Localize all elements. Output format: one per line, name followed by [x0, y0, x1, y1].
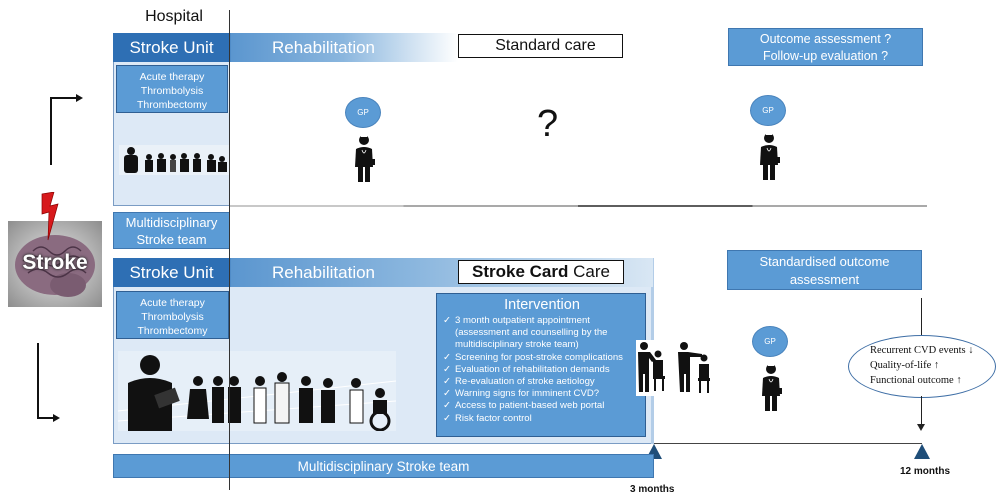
stroke-label: Stroke — [22, 251, 88, 274]
stroke-card-bold-text: Stroke Card — [472, 262, 569, 281]
check-icon: ✓ — [443, 388, 452, 400]
outcome-line-2: assessment — [789, 272, 860, 287]
check-icon: ✓ — [443, 412, 452, 424]
acute-therapy-box: Acute therapy Thrombolysis Thrombectomy — [116, 291, 229, 339]
functional-outcome: Functional outcome ↑ — [870, 375, 962, 386]
intervention-item-text: Warning signs for imminent CVD? — [455, 388, 600, 400]
care-team-silhouettes-image — [119, 145, 229, 175]
stroke-unit-label: Stroke Unit — [129, 262, 214, 282]
rehabilitation-label: Rehabilitation — [272, 262, 376, 282]
outcome-arrow-line — [921, 396, 922, 426]
check-icon: ✓ — [443, 363, 452, 375]
standardised-outcome-assessment-box: Standardised outcome assessment — [727, 250, 922, 290]
lightning-bolt-icon — [41, 192, 59, 241]
hospital-label: Hospital — [145, 8, 203, 25]
doctor-icon — [760, 132, 780, 180]
check-icon: ✓ — [443, 376, 452, 388]
intervention-item: ✓Access to patient-based web portal — [443, 400, 641, 412]
intervention-item: ✓3 month outpatient appointment (assessm… — [443, 315, 641, 352]
gp-badge: GP — [750, 95, 786, 126]
quality-of-life-outcome: Quality-of-life ↑ — [870, 360, 940, 371]
care-team-silhouettes-image — [118, 351, 396, 431]
acute-therapy-line: Acute therapy — [140, 297, 205, 309]
standard-care-label: Standard care — [458, 34, 623, 58]
thrombectomy-line: Thrombectomy — [137, 325, 208, 337]
multidisciplinary-stroke-team-bar: Multidisciplinary Stroke team — [113, 454, 654, 478]
arrow-to-stroke-card-care — [37, 343, 60, 422]
thrombolysis-line: Thrombolysis — [141, 311, 204, 323]
doctor-icon — [762, 363, 782, 411]
intervention-item: ✓Screening for post-stroke complications — [443, 352, 641, 364]
intervention-item: ✓Evaluation of rehabilitation demands — [443, 364, 641, 376]
intervention-item: ✓Risk factor control — [443, 413, 641, 425]
intervention-item-text: Access to patient-based web portal — [455, 400, 605, 412]
intervention-item-text: Re-evaluation of stroke aetiology — [455, 376, 595, 388]
intervention-item: ✓Re-evaluation of stroke aetiology — [443, 376, 641, 388]
doctor-icon — [355, 134, 375, 182]
milestone-3-months-label: 3 months — [630, 484, 675, 495]
mdt-line-1: Multidisciplinary — [125, 215, 218, 230]
unknown-care-question-mark: ? — [537, 103, 559, 145]
intervention-item-text: 3 month outpatient appointment (assessme… — [455, 315, 608, 351]
acute-therapy-box: Acute therapy Thrombolysis Thrombectomy — [116, 65, 228, 113]
intervention-box: Intervention ✓3 month outpatient appoint… — [436, 293, 646, 437]
follow-up-evaluation-line: Follow-up evaluation ? — [762, 49, 889, 63]
stroke-unit-label: Stroke Unit — [129, 37, 214, 57]
rehabilitation-label: Rehabilitation — [272, 37, 376, 57]
intervention-title: Intervention — [504, 297, 580, 313]
gp-badge: GP — [752, 326, 788, 357]
recurrent-cvd-outcome: Recurrent CVD events ↓ — [870, 345, 974, 356]
outcome-assessment-question-box: Outcome assessment ? Follow-up evaluatio… — [728, 28, 923, 66]
intervention-item-text: Evaluation of rehabilitation demands — [455, 363, 610, 375]
outcomes-oval: Recurrent CVD events ↓ Quality-of-life ↑… — [848, 335, 996, 398]
intervention-item-text: Screening for post-stroke complications — [455, 351, 623, 363]
care-suffix-text: Care — [568, 262, 610, 281]
arrow-to-standard-care — [50, 94, 83, 165]
outcome-assessment-line: Outcome assessment ? — [759, 32, 892, 46]
mdt-line-2: Stroke team — [136, 232, 207, 247]
hospital-boundary-line — [229, 10, 230, 490]
milestone-12-months-marker — [914, 444, 930, 459]
check-icon: ✓ — [443, 315, 452, 326]
gp-badge: GP — [345, 97, 381, 128]
check-icon: ✓ — [443, 351, 452, 363]
consultation-silhouettes-icon — [636, 340, 710, 396]
stroke-brain-icon: Stroke — [8, 221, 102, 307]
arrow-down-icon — [917, 424, 925, 431]
standard-care-header-band: Stroke Unit Rehabilitation — [113, 33, 458, 62]
thrombolysis-line: Thrombolysis — [140, 85, 204, 97]
multidisciplinary-stroke-team-box: Multidisciplinary Stroke team — [113, 212, 230, 249]
standard-pathway-divider — [229, 205, 927, 207]
acute-therapy-line: Acute therapy — [139, 71, 205, 83]
check-icon: ✓ — [443, 400, 452, 412]
outcome-connector-line — [921, 298, 922, 338]
stroke-card-care-label: Stroke Card Care — [458, 260, 624, 284]
intervention-item: ✓Warning signs for imminent CVD? — [443, 388, 641, 400]
outcome-line-1: Standardised outcome — [759, 254, 890, 269]
milestone-12-months-label: 12 months — [900, 466, 951, 477]
timeline-axis — [654, 443, 922, 444]
thrombectomy-line: Thrombectomy — [136, 99, 208, 111]
intervention-item-text: Risk factor control — [455, 412, 532, 424]
intervention-list: ✓3 month outpatient appointment (assessm… — [443, 315, 641, 425]
